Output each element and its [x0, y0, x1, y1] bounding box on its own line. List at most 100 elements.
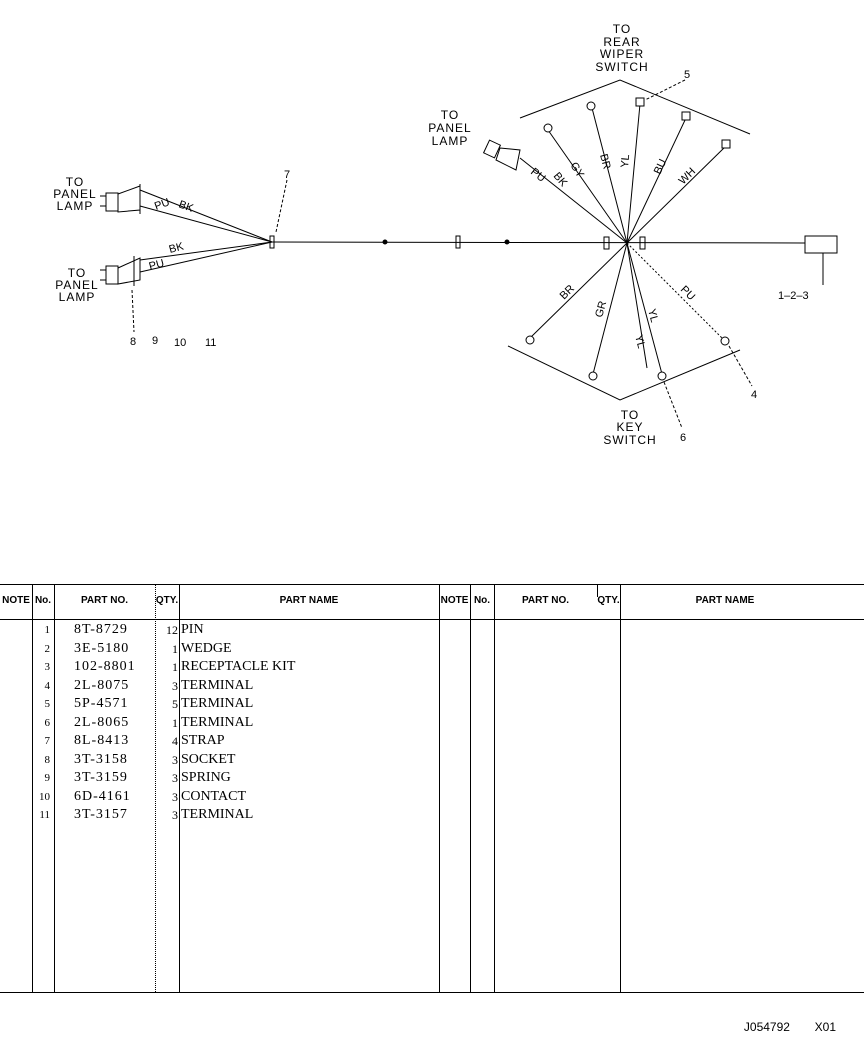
quantity: 4: [172, 734, 178, 748]
wire-label: WH: [677, 166, 698, 187]
header-part-no-2: PART NO.: [521, 595, 570, 606]
row-number: 11: [39, 809, 50, 821]
callout-number: 1–2–3: [778, 290, 809, 302]
key-switch-label: TO KEY SWITCH: [603, 408, 655, 447]
part-number: 5P-4571: [74, 696, 129, 711]
label-line: REAR: [603, 35, 640, 49]
wire-label: PU: [528, 166, 547, 185]
part-number: 6D-4161: [74, 788, 131, 804]
callout-number: 9: [152, 335, 158, 347]
wire-label: BK: [168, 240, 186, 256]
header-no-2: No.: [473, 595, 491, 606]
wire-label: YL: [645, 308, 660, 324]
header-part-no: PART NO.: [80, 595, 129, 606]
callout-number: 4: [751, 389, 757, 401]
harness-trunk: [271, 241, 806, 244]
part-name: CONTACT: [181, 788, 246, 804]
header-no: No.: [34, 595, 52, 606]
part-name: SPRING: [181, 770, 231, 785]
parts-list-table: NOTE No. PART NO. QTY. PART NAME NOTE No…: [0, 584, 864, 993]
callout-number: 7: [284, 169, 290, 181]
drawing-number: J054792: [743, 1020, 790, 1034]
callout-number: 8: [130, 336, 136, 348]
quantity: 1: [172, 641, 178, 656]
header-part-name: PART NAME: [279, 595, 339, 606]
callout-number: 6: [680, 432, 686, 444]
quantity: 3: [172, 752, 178, 767]
quantity: 3: [172, 808, 178, 822]
label-line: KEY: [616, 420, 643, 434]
wire-label: BK: [551, 170, 570, 189]
drawing-footer: J054792 X01: [744, 1020, 836, 1034]
panel-lamp-connector-lower: [100, 256, 141, 286]
row-number: 10: [39, 790, 50, 803]
header-note-2: NOTE: [440, 595, 469, 606]
wire-label: BU: [652, 157, 669, 176]
part-number: 102-8801: [74, 659, 136, 674]
wire-label: PU: [148, 257, 166, 273]
wire-label: BR: [597, 153, 613, 171]
label-line: LAMP: [59, 290, 96, 304]
part-name: PIN: [181, 622, 204, 637]
label-line: TO: [441, 108, 459, 122]
row-number: 7: [44, 735, 51, 747]
label-line: TO: [621, 408, 639, 422]
callout-number: 10: [174, 337, 186, 349]
row-number: 3: [44, 661, 51, 673]
header-qty-2: QTY.: [597, 595, 620, 606]
quantity: 1: [172, 660, 178, 674]
part-name: TERMINAL: [181, 714, 254, 730]
wire-label: BK: [177, 199, 196, 216]
label-line: TO: [66, 175, 84, 189]
part-name: TERMINAL: [181, 807, 254, 822]
part-name: STRAP: [181, 733, 225, 748]
wire-label: PU: [678, 284, 697, 303]
quantity: 3: [172, 678, 178, 693]
row-number: 2: [44, 642, 51, 655]
quantity: 3: [172, 771, 178, 785]
part-number: 8L-8413: [74, 733, 130, 748]
row-number: 1: [44, 624, 51, 636]
panel-lamp-label-lower-left: TO PANEL LAMP: [55, 266, 98, 304]
header-part-name-2: PART NAME: [695, 595, 755, 606]
panel-lamp-label-right: TO PANEL LAMP: [428, 108, 470, 148]
wire-label: GR: [593, 300, 609, 319]
panel-lamp-connector-right: [482, 139, 521, 171]
part-number: 3T-3158: [74, 751, 128, 767]
label-line: LAMP: [432, 134, 469, 148]
row-number: 6: [44, 716, 51, 729]
part-number: 3T-3159: [74, 770, 128, 785]
wiring-harness-diagram: TO REAR WIPER SWITCH TO PANEL LAMP TO PA…: [53, 22, 838, 447]
part-name: WEDGE: [181, 640, 232, 656]
wire-label: YL: [619, 154, 632, 168]
quantity: 12: [166, 623, 178, 637]
label-line: TO: [613, 22, 631, 36]
row-number: 8: [44, 753, 51, 766]
part-name: TERMINAL: [181, 677, 254, 693]
wire-label: GY: [567, 160, 586, 180]
rear-wiper-label: TO REAR WIPER SWITCH: [595, 22, 648, 74]
label-line: PANEL: [53, 187, 96, 201]
label-line: WIPER: [600, 47, 644, 61]
part-name: TERMINAL: [181, 696, 254, 711]
label-line: LAMP: [57, 199, 94, 213]
callout-number: 11: [205, 337, 216, 349]
receptacle-connector: [804, 235, 838, 254]
panel-lamp-connector-upper: [100, 184, 141, 214]
quantity: 1: [172, 715, 178, 730]
wire-label: YL: [632, 334, 647, 350]
part-number: 2L-8075: [74, 677, 130, 693]
row-number: 9: [44, 772, 51, 784]
part-number: 3E-5180: [74, 640, 130, 656]
part-number: 3T-3157: [74, 807, 128, 822]
row-number: 4: [44, 679, 51, 692]
label-line: PANEL: [55, 278, 98, 292]
quantity: 3: [172, 789, 178, 804]
label-line: SWITCH: [595, 60, 648, 74]
wire-label: PU: [153, 196, 172, 213]
part-name: RECEPTACLE KIT: [181, 659, 296, 674]
header-note: NOTE: [2, 595, 30, 606]
panel-lamp-label-upper-left: TO PANEL LAMP: [53, 175, 96, 213]
callout-number: 5: [684, 69, 690, 81]
part-number: 8T-8729: [74, 622, 128, 637]
